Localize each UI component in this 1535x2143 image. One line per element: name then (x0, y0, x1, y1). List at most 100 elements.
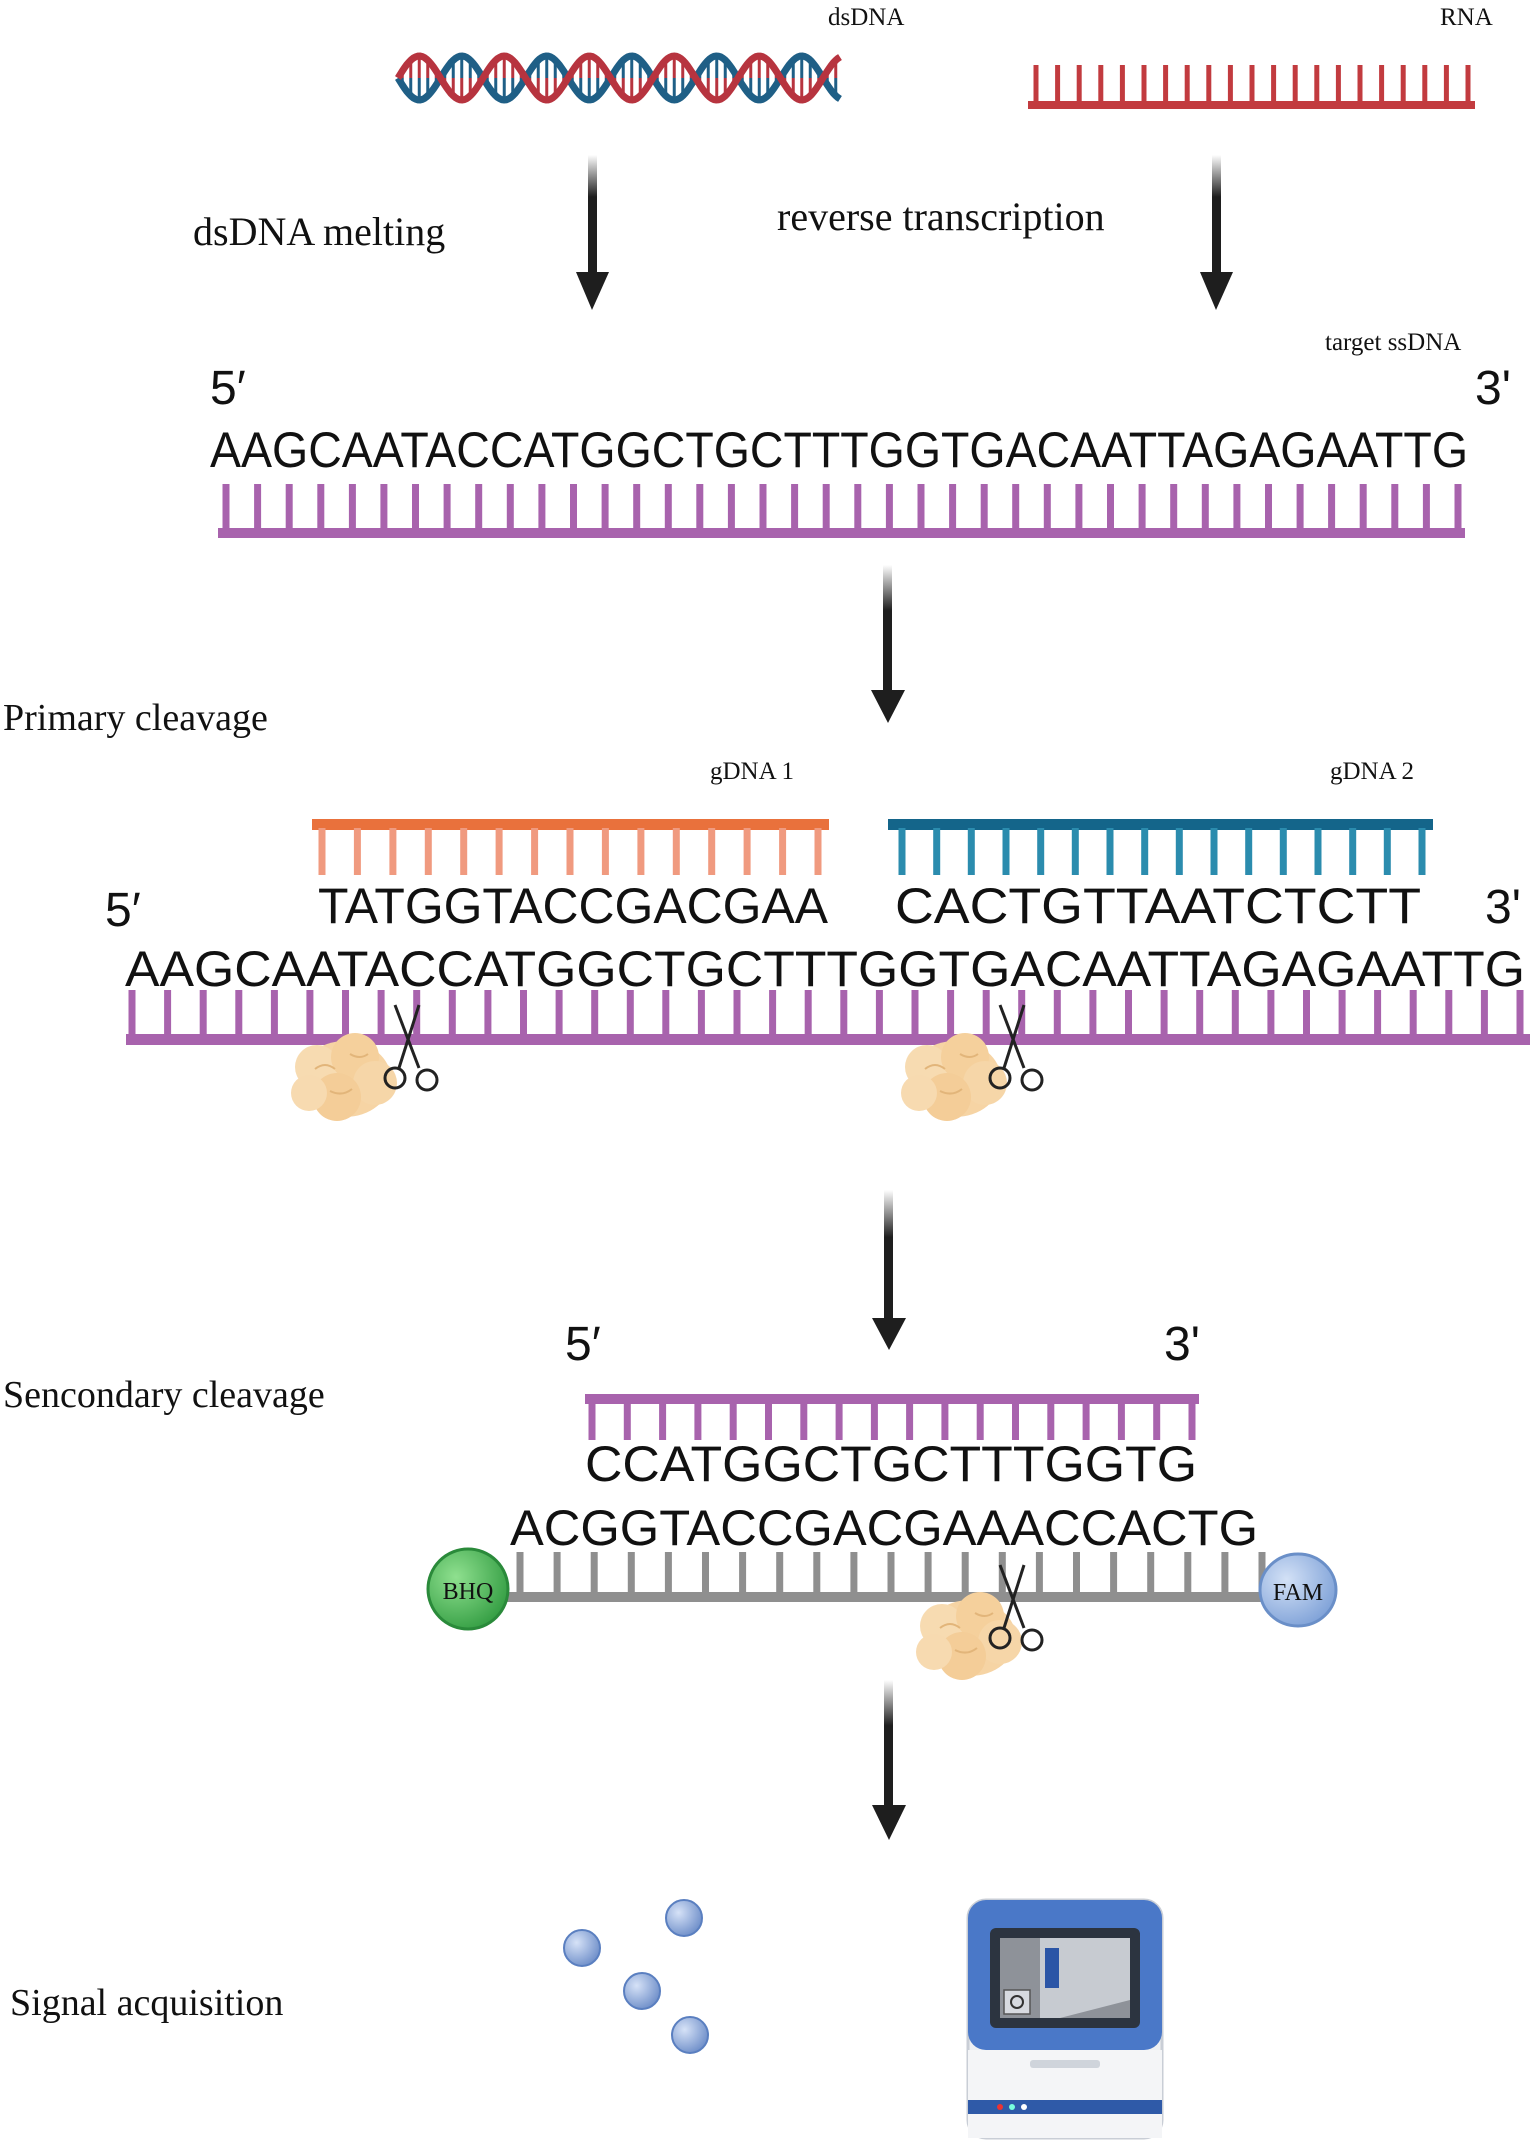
target-base (791, 484, 799, 530)
target-base (1201, 484, 1209, 530)
target-base (601, 484, 609, 530)
gdna1-base (318, 828, 326, 875)
primary-target-base (448, 990, 456, 1036)
rna-base (1400, 65, 1406, 103)
primary-target-base (591, 990, 599, 1036)
guide-base (588, 1402, 596, 1440)
primary-target-base (1053, 990, 1061, 1036)
reporter-base (1147, 1552, 1155, 1594)
primary-target-base (1516, 990, 1524, 1036)
rna-base (1206, 65, 1212, 103)
reporter-base (739, 1552, 747, 1594)
primary-target-base (164, 990, 172, 1036)
primary-target-base (662, 990, 670, 1036)
reporter-base (553, 1552, 561, 1594)
arrow-to-secondary (872, 1190, 906, 1350)
primary-target-base (1338, 990, 1346, 1036)
guide-base (870, 1402, 878, 1440)
gdna2-base (1106, 828, 1114, 875)
rna-base (1249, 65, 1255, 103)
target-base (885, 484, 893, 530)
gdna2-base (1245, 828, 1253, 875)
primary-target-base (982, 990, 990, 1036)
primary-target-base (804, 990, 812, 1036)
secondary-cleavage-label: Sencondary cleavage (3, 1374, 325, 1416)
target-base (1233, 484, 1241, 530)
primary-target-base (199, 990, 207, 1036)
guide-base (941, 1402, 949, 1440)
arrow-to-primary (871, 565, 905, 723)
guide-base (1047, 1402, 1055, 1440)
target-base (822, 484, 830, 530)
rna-base (1357, 65, 1363, 103)
reporter-base (590, 1552, 598, 1594)
dsdna-melting-label: dsDNA melting (193, 209, 445, 254)
reporter-base (627, 1552, 635, 1594)
gdna2-base (1037, 828, 1045, 875)
primary-five-prime: 5′ (105, 884, 141, 937)
arrow-reverse-transcription (1200, 155, 1233, 310)
target-base (348, 484, 356, 530)
rna-base (1076, 65, 1082, 103)
guide-base (1153, 1402, 1161, 1440)
primary-target-base (270, 990, 278, 1036)
target-base (254, 484, 262, 530)
target-base (1265, 484, 1272, 530)
reporter-base (1073, 1552, 1080, 1594)
secondary-five-prime: 5′ (565, 1318, 601, 1371)
cas-enzyme-1 (290, 1032, 398, 1122)
primary-cleavage-label: Primary cleavage (3, 697, 268, 739)
target-base (538, 484, 546, 530)
gdna2-base (1002, 828, 1010, 875)
rna-base (1335, 65, 1341, 103)
gdna1-base (460, 828, 468, 875)
primary-target-base (1480, 990, 1488, 1036)
three-prime-label: 3' (1475, 362, 1511, 415)
bhq-quencher: BHQ (426, 1547, 510, 1631)
reporter-strand (495, 1552, 1295, 1602)
target-base (1138, 484, 1146, 530)
target-base (854, 484, 862, 530)
target-base (412, 484, 419, 530)
target-base (1359, 484, 1367, 530)
target-base (1296, 484, 1304, 530)
gdna1-strand (312, 819, 829, 875)
gdna2-base (967, 828, 975, 875)
target-base (1043, 484, 1051, 530)
target-base (1107, 484, 1114, 530)
gdna1-base (637, 828, 645, 875)
guide-base (1117, 1402, 1125, 1440)
reporter-sequence: ACGGTACCGACGAAACCACTG (510, 1500, 1258, 1556)
target-base (1391, 484, 1399, 530)
rna-base (1119, 65, 1125, 103)
guide-base (765, 1402, 772, 1440)
primary-target-base (342, 990, 349, 1036)
target-ssdna-label: target ssDNA (1325, 329, 1461, 356)
guide-base (729, 1402, 737, 1440)
rna-base (1443, 65, 1449, 103)
reporter-base (664, 1552, 672, 1594)
primary-target-sequence: AAGCAATACCATGGCTGCTTTGGTGACAATTAGAGAATTG (125, 941, 1525, 997)
rna-base (1292, 65, 1298, 103)
target-base (317, 484, 325, 530)
target-base (1454, 484, 1462, 530)
fam-fluorophore: FAM (1258, 1552, 1338, 1628)
secondary-guide-strand (585, 1394, 1199, 1440)
gdna2-sequence: CACTGTTAATCTCTT (895, 878, 1421, 934)
gdna1-label: gDNA 1 (710, 758, 794, 785)
secondary-three-prime: 3' (1164, 1318, 1200, 1371)
gdna1-base (672, 828, 680, 875)
target-base (222, 484, 230, 530)
guide-base (659, 1402, 667, 1440)
primary-target-base (875, 990, 883, 1036)
rna-base (1163, 65, 1169, 103)
dsdna-label: dsDNA (828, 4, 904, 31)
primary-target-strand (126, 990, 1530, 1045)
secondary-guide-sequence: CCATGGCTGCTTTGGTG (585, 1436, 1197, 1492)
five-prime-label: 5′ (210, 362, 246, 415)
arrow-to-signal (872, 1680, 906, 1840)
reporter-base (850, 1552, 858, 1594)
primary-target-base (1196, 990, 1204, 1036)
gdna1-base (566, 828, 574, 875)
gdna2-base (1279, 828, 1287, 875)
